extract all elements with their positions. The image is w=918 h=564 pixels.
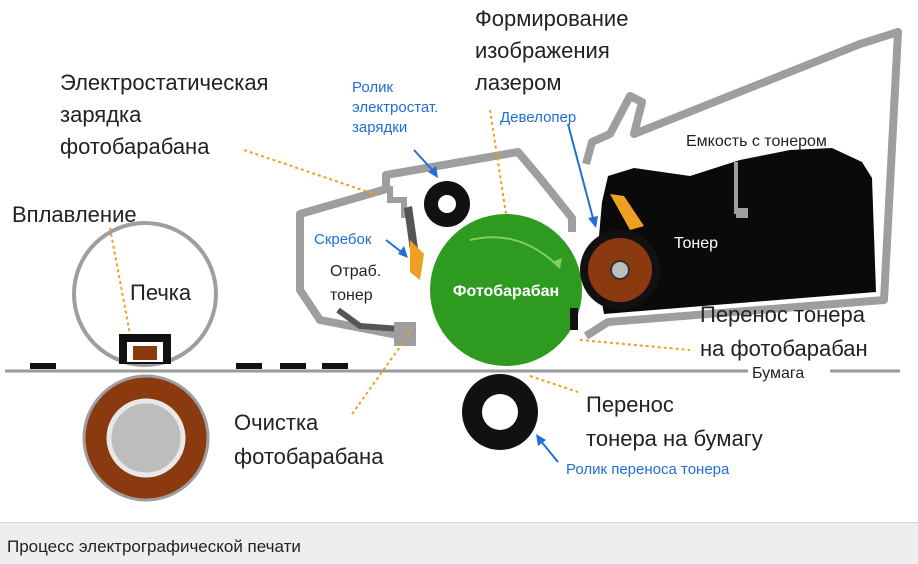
- label-laser-line3: лазером: [475, 70, 562, 95]
- label-transfer-drum-line2: на фотобарабан: [700, 336, 868, 361]
- label-scraper: Скребок: [314, 231, 372, 248]
- developer-roller-core: [610, 260, 630, 280]
- label-charge-roller-line1: Ролик: [352, 79, 393, 96]
- label-charge-line1: Электростатическая: [60, 70, 268, 95]
- leader-transfer-paper: [529, 375, 579, 393]
- leader-charge-roller-head: [428, 166, 438, 178]
- label-charge-line2: зарядка: [60, 102, 142, 127]
- label-charge-roller-line2: электростат.: [352, 99, 438, 116]
- pressure-roller-core: [106, 398, 186, 478]
- oven-circle: [72, 221, 218, 367]
- oven-heater-element: [133, 346, 157, 360]
- label-charge-line3: фотобарабана: [60, 134, 210, 159]
- drum-label: Фотобарабан: [453, 283, 559, 300]
- toner-powder: [596, 148, 876, 314]
- label-charge-roller-line3: зарядки: [352, 119, 407, 136]
- label-laser-line1: Формирование: [475, 6, 628, 31]
- toner-mark: [280, 363, 306, 369]
- cartridge-housing-top: [382, 148, 576, 232]
- drum-rotation-arrow: [469, 236, 561, 269]
- label-toner-container: Емкость с тонером: [686, 133, 827, 150]
- label-toner: Тонер: [674, 235, 718, 252]
- label-oven: Печка: [130, 280, 192, 305]
- scraper-tip: [410, 240, 424, 280]
- waste-bin-wall: [394, 322, 416, 346]
- transfer-roller-core: [482, 394, 518, 430]
- drum-rotation-arrowhead: [552, 258, 562, 268]
- leader-transfer-roller: [539, 439, 559, 463]
- label-developer: Девелопер: [500, 109, 576, 126]
- leader-charge: [243, 149, 381, 197]
- label-cleaning-line1: Очистка: [234, 410, 319, 435]
- doctor-blade: [610, 194, 644, 230]
- leader-developer: [567, 123, 595, 223]
- caption-bar: Процесс электрографической печати: [0, 522, 918, 564]
- figure-caption: Процесс электрографической печати: [7, 537, 301, 556]
- charge-roller-core: [438, 195, 456, 213]
- label-waste-line1: Отраб.: [330, 263, 381, 280]
- label-cleaning-line2: фотобарабана: [234, 444, 384, 469]
- photo-drum: [430, 214, 582, 366]
- cartridge-housing-inner: [387, 186, 407, 218]
- label-transfer-roller: Ролик переноса тонера: [566, 461, 730, 478]
- label-transfer-paper-line1: Перенос: [586, 392, 674, 417]
- toner-agitator-end: [736, 208, 748, 218]
- leader-transfer-drum: [579, 339, 691, 351]
- label-transfer-drum-line1: Перенос тонера: [700, 302, 866, 327]
- leader-developer-head: [588, 216, 598, 228]
- label-waste-line2: тонер: [330, 287, 373, 304]
- label-paper: Бумага: [752, 365, 804, 382]
- toner-mark: [236, 363, 262, 369]
- toner-hopper-housing: [582, 28, 902, 340]
- leader-transfer-roller-head: [536, 434, 546, 446]
- leader-cleaning: [351, 329, 413, 415]
- toner-mark: [30, 363, 56, 369]
- leader-scraper-head: [398, 246, 408, 258]
- label-laser-line2: изображения: [475, 38, 610, 63]
- label-fusing: Вплавление: [12, 202, 137, 227]
- toner-mark: [322, 363, 348, 369]
- developer-seal: [570, 308, 578, 330]
- label-transfer-paper-line2: тонера на бумагу: [586, 426, 763, 451]
- diagram-canvas: Фотобарабан Вплавление Печка Электростат…: [5, 6, 902, 502]
